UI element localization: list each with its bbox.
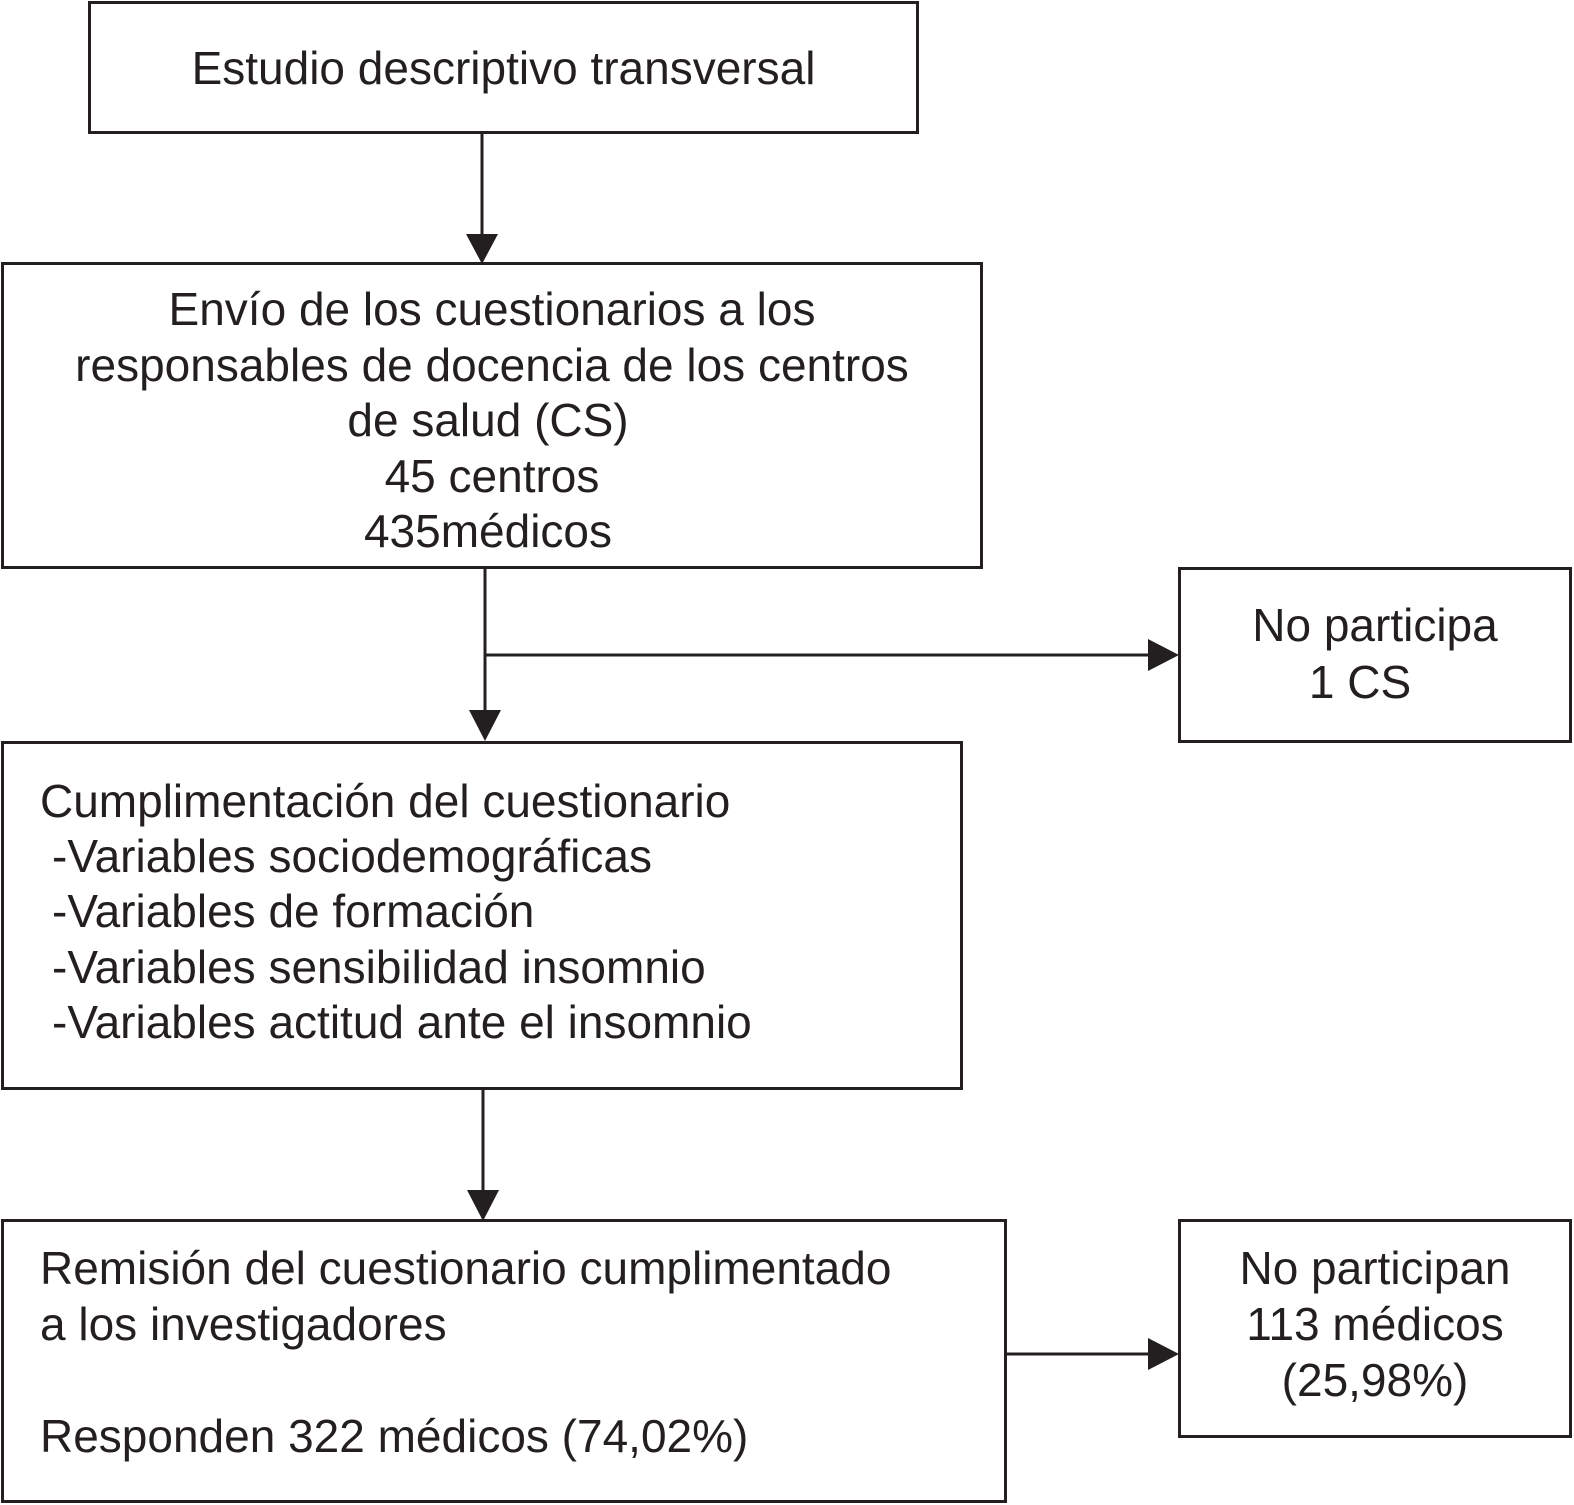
arrowhead-3 (1148, 639, 1179, 671)
variables-attitude: -Variables actitud ante el insomnio (52, 996, 752, 1048)
exclusion-1-line-2: 1 CS (1308, 656, 1412, 708)
arrowhead-4 (467, 1190, 499, 1221)
return-line-1: Remisión del cuestionario cumplimentado (40, 1242, 892, 1294)
arrowhead-1 (466, 234, 498, 264)
study-type-label: Estudio descriptivo transversal (191, 42, 816, 94)
sending-line-1: Envío de los cuestionarios a los (168, 283, 816, 335)
questionnaire-return-box: Remisión del cuestionario cumplimentado … (1, 1219, 1007, 1503)
centers-count: 45 centros (384, 450, 600, 502)
sending-line-3: de salud (CS) (347, 394, 629, 446)
exclusion-1-line-1: No participa (1252, 599, 1498, 651)
variables-training: -Variables de formación (52, 885, 535, 937)
questionnaire-sending-box: Envío de los cuestionarios a los respons… (1, 262, 983, 569)
arrowhead-5 (1148, 1338, 1179, 1370)
responders-count: Responden 322 médicos (74,02%) (40, 1410, 749, 1462)
return-line-2: a los investigadores (40, 1298, 447, 1350)
exclusion-2-line-3: (25,98%) (1281, 1354, 1469, 1406)
exclusion-2-line-1: No participan (1239, 1242, 1511, 1294)
sending-line-2: responsables de docencia de los centros (75, 339, 909, 391)
completion-title: Cumplimentación del cuestionario (40, 775, 731, 827)
variables-sociodemographic: -Variables sociodemográficas (52, 830, 652, 882)
exclusion-box-1: No participa 1 CS (1178, 567, 1572, 743)
doctors-count: 435médicos (363, 505, 613, 557)
exclusion-box-2: No participan 113 médicos (25,98%) (1178, 1219, 1572, 1438)
arrowhead-2 (469, 710, 501, 741)
exclusion-2-line-2: 113 médicos (1246, 1298, 1504, 1350)
questionnaire-completion-box: Cumplimentación del cuestionario -Variab… (1, 741, 963, 1090)
variables-sensitivity: -Variables sensibilidad insomnio (52, 941, 706, 993)
study-type-box: Estudio descriptivo transversal (88, 1, 919, 134)
